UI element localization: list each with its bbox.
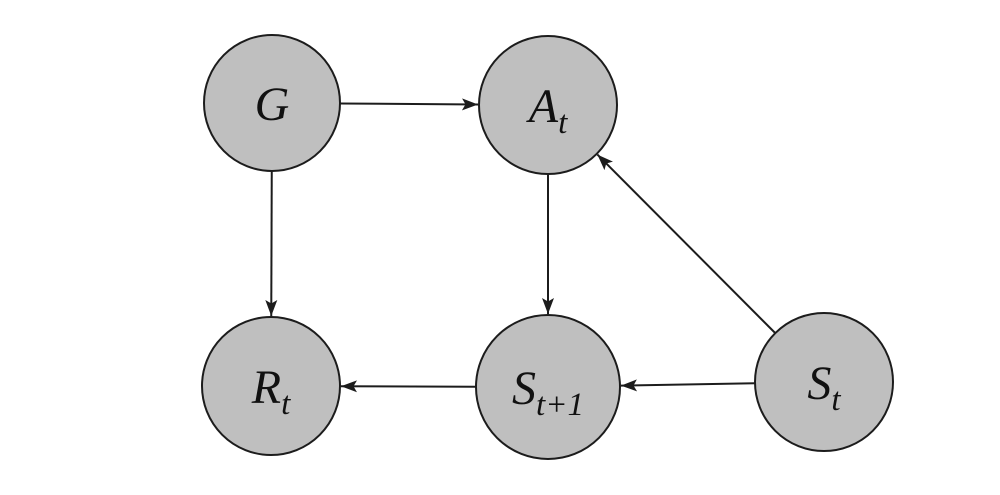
edge-St-to-At [596, 153, 777, 334]
node-Rt-label: Rt [251, 361, 291, 422]
node-G-circle [203, 34, 341, 172]
node-St-label: St [807, 357, 841, 418]
node-At: At [478, 35, 618, 175]
node-G: G [203, 34, 341, 172]
node-St: St [754, 312, 894, 452]
node-Rt-circle [201, 316, 341, 456]
edge-G-to-At [339, 98, 479, 111]
node-St-circle [754, 312, 894, 452]
node-St1-circle [475, 314, 621, 460]
node-St1-label: St+1 [512, 362, 584, 423]
node-At-label: At [526, 80, 568, 141]
edge-G-to-Rt [265, 170, 278, 317]
node-St1: St+1 [475, 314, 621, 460]
node-Rt: Rt [201, 316, 341, 456]
node-At-circle [478, 35, 618, 175]
edge-St-to-St1 [620, 379, 756, 392]
node-G-label: G [255, 78, 290, 131]
